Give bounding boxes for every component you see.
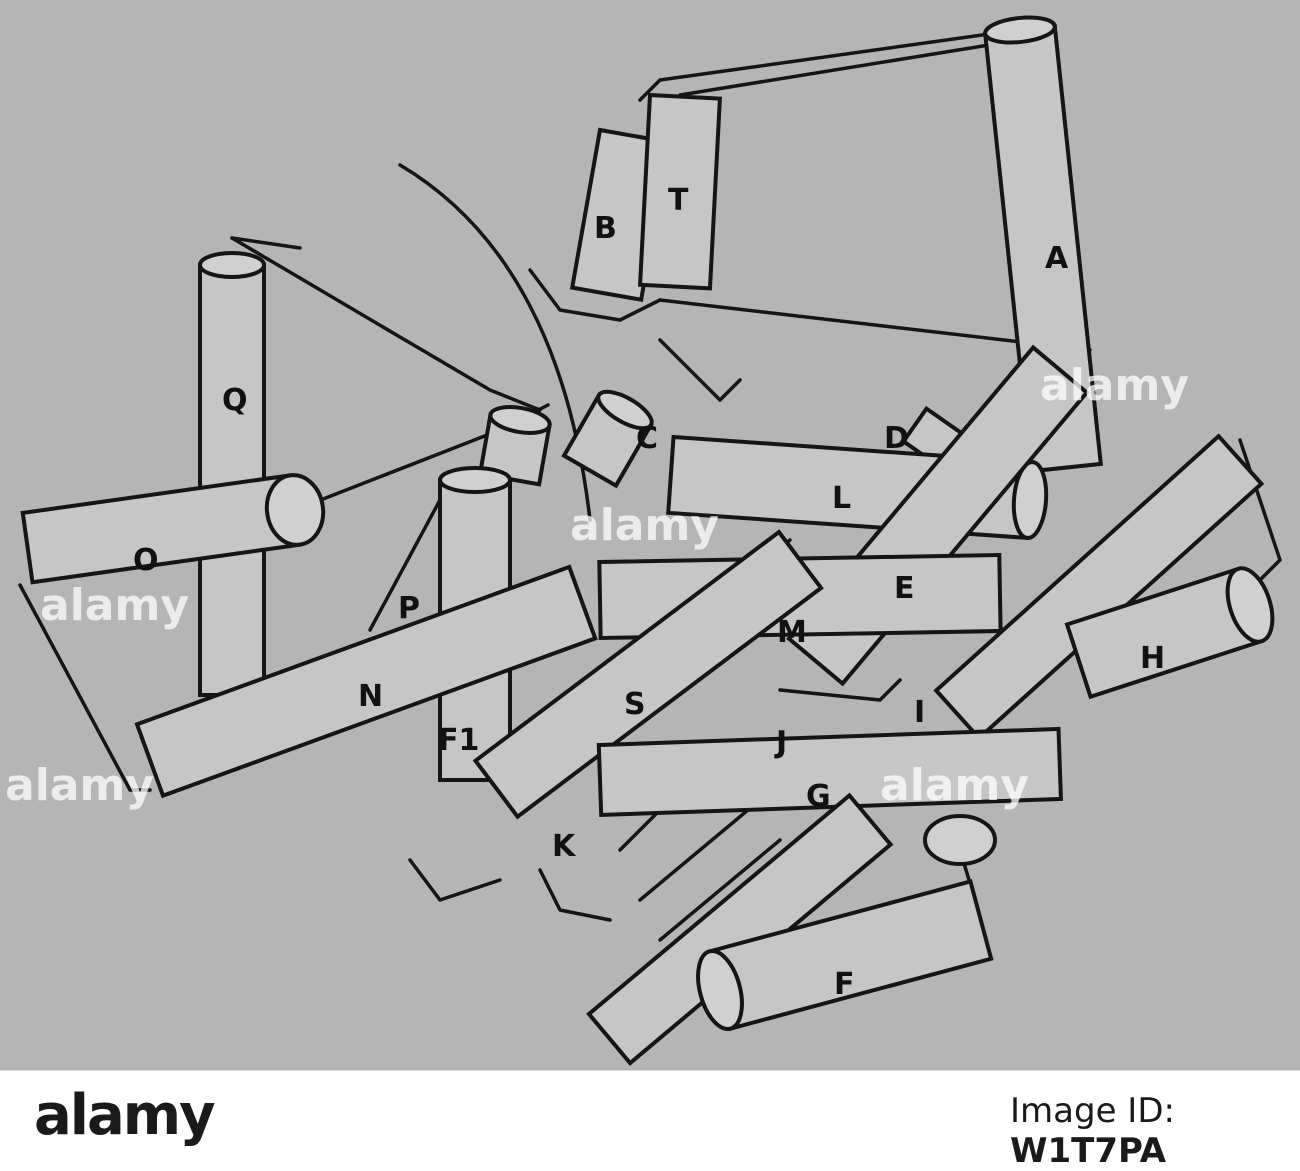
image-id: Image ID: W1T7PA (1010, 1091, 1300, 1171)
watermark: alamy (880, 760, 1029, 811)
label-k: K (552, 829, 577, 864)
label-d: D (884, 421, 909, 456)
helix-a (982, 15, 1103, 474)
footer-bar: alamy Image ID: W1T7PA (0, 1070, 1300, 1171)
helix-h (1064, 566, 1275, 700)
watermark: alamy (40, 580, 189, 631)
watermark: alamy (1040, 360, 1189, 411)
loop-strand-2 (778, 678, 902, 702)
loop-strand-6 (658, 838, 782, 942)
image-id-value: W1T7PA (1010, 1131, 1167, 1171)
label-b: B (594, 211, 617, 246)
diagram-svg: A B T C D L E M H I G J F K S N O P Q F1 (18, 15, 1282, 1066)
loop-top (638, 28, 1020, 102)
label-q: Q (222, 383, 248, 418)
image-id-prefix: Image ID: (1010, 1091, 1175, 1131)
loop-k (538, 868, 612, 922)
label-f1: F1 (438, 723, 479, 758)
helix-g (596, 726, 1064, 818)
loop-q-top (230, 236, 302, 250)
label-h: H (1140, 641, 1165, 676)
label-l: L (832, 481, 851, 516)
label-t: T (668, 183, 689, 218)
loop-n-left (18, 583, 152, 792)
label-m: M (777, 615, 807, 650)
label-n: N (358, 679, 383, 714)
watermark: alamy (570, 500, 719, 551)
helix-small (923, 814, 997, 866)
helix-s (472, 529, 824, 820)
sheet-t (637, 92, 723, 291)
loop-strand-5 (638, 798, 762, 902)
label-j: J (774, 725, 787, 760)
label-f: F (834, 967, 855, 1002)
protein-diagram: A B T C D L E M H I G J F K S N O P Q F1… (0, 0, 1300, 1070)
loop-bt-tail (528, 268, 662, 322)
loop-p (368, 498, 442, 632)
label-e: E (894, 571, 915, 606)
loop-f1 (408, 858, 502, 902)
label-c: C (636, 421, 658, 456)
loop-c (658, 338, 742, 402)
helix-n (134, 564, 598, 799)
watermark: alamy (5, 760, 154, 811)
brand-logo[interactable]: alamy (34, 1083, 216, 1148)
helix-q (198, 251, 266, 697)
label-o: O (133, 543, 159, 578)
helix-f (696, 879, 994, 1032)
label-i: I (914, 695, 925, 730)
label-p: P (398, 591, 420, 626)
label-g: G (806, 779, 831, 814)
loop-top-2 (678, 38, 1022, 97)
helix-o (20, 473, 326, 585)
label-s: S (624, 687, 646, 722)
label-a: A (1045, 241, 1069, 276)
helix-c (561, 389, 654, 489)
